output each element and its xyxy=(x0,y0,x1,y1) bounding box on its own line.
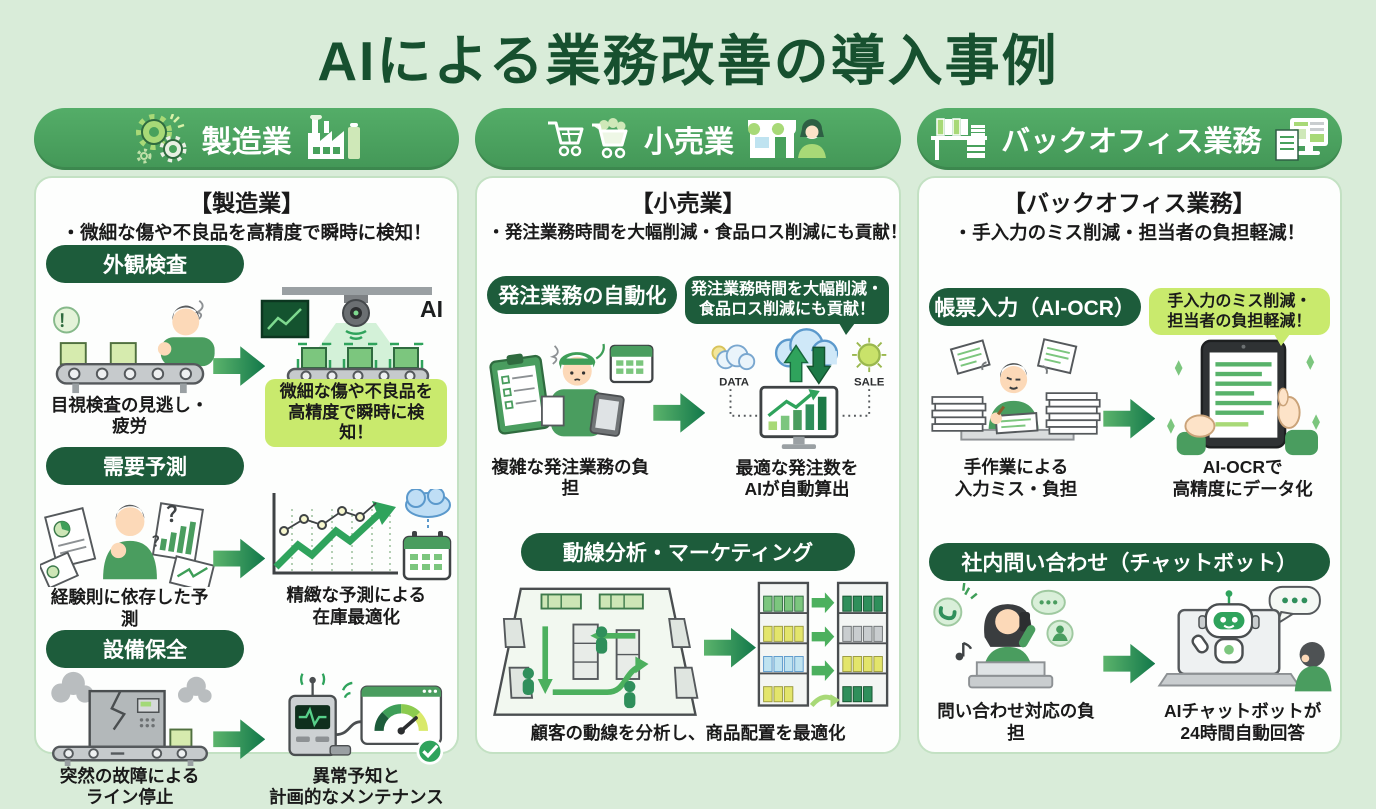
right-arrow-icon xyxy=(1103,398,1156,439)
svg-text:？: ？ xyxy=(152,534,166,551)
caption: 問い合わせ対応の負担 xyxy=(937,701,1095,743)
caption: AIチャットボットが 24時間自動回答 xyxy=(1163,701,1322,743)
section-pill-equipment-maintenance: 設備保全 xyxy=(46,629,244,668)
chatbot-laptop-illustration xyxy=(1157,586,1332,692)
caption: AI-OCRで 高精度にデータ化 xyxy=(1172,457,1313,499)
shopping-carts-icon xyxy=(547,118,628,159)
section-demand-forecast: 需要予測 xyxy=(39,447,452,630)
sensor-gauge-illustration xyxy=(288,673,444,765)
manufacturing-card: 【製造業】 ・微細な傷や不良品を高精度で瞬時に検知！ 外観検査 ！ xyxy=(34,176,460,807)
intro-bullet: ・手入力のミス削減・担当者の負担軽減！ xyxy=(953,222,1306,243)
column-header-manufacturing: 製造業 xyxy=(34,108,460,170)
right-arrow-icon xyxy=(703,627,756,668)
factory-icon xyxy=(307,115,360,159)
svg-text:？: ？ xyxy=(166,504,187,527)
storefront-clerk-icon xyxy=(747,119,826,158)
column-title: バックオフィス業務 xyxy=(1001,126,1262,158)
caption: 複雑な発注業務の負担 xyxy=(491,456,650,498)
intro-bullet: ・微細な傷や不良品を高精度で瞬時に検知！ xyxy=(61,222,432,243)
benefit-bubble: 手入力のミス削減・ 担当者の負担軽減！ xyxy=(1148,288,1330,347)
column-manufacturing: 製造業 【製造業】 ・微細な傷や不良品を高精度で瞬時に検知！ 外観検査 xyxy=(34,108,460,807)
gears-icon xyxy=(135,114,187,164)
backoffice-card: 【バックオフィス業務】 ・手入力のミス削減・担当者の負担軽減！ 帳票入力（AI-… xyxy=(916,176,1342,754)
column-title: 製造業 xyxy=(201,126,292,159)
caption: 突然の故障による ライン停止 xyxy=(59,765,200,808)
section-pill-demand-forecast: 需要予測 xyxy=(46,447,244,486)
document-monitor-icon xyxy=(1274,118,1328,161)
section-equipment-maintenance: 設備保全 xyxy=(46,629,447,809)
section-pill-order-automation: 発注業務の自動化 xyxy=(487,276,678,315)
forecast-chart-illustration xyxy=(272,489,452,581)
section-pill-ai-ocr: 帳票入力（AI-OCR） xyxy=(928,288,1141,327)
columns-container: 製造業 【製造業】 ・微細な傷や不良品を高精度で瞬時に検知！ 外観検査 xyxy=(0,104,1376,807)
intro-title: 【バックオフィス業務】 xyxy=(1003,190,1256,216)
paperwork-person-illustration xyxy=(931,338,1101,441)
phone-operator-illustration xyxy=(933,583,1074,689)
svg-text:！: ！ xyxy=(58,310,75,330)
section-order-automation: 発注業務の自動化 発注業務時間を大幅削減・ 食品ロス削減にも貢献！ xyxy=(487,276,889,500)
tablet-hands-illustration xyxy=(1166,339,1320,456)
section-ai-ocr: 帳票入力（AI-OCR） 手入力のミス削減・ 担当者の負担軽減！ xyxy=(928,288,1330,500)
page-title: AIによる業務改善の導入事例 xyxy=(317,30,1059,92)
caption: 最適な発注数を AIが自動算出 xyxy=(735,457,859,499)
column-backoffice: バックオフィス業務 【バックオフィス業務】 ・手入力のミス削減・担当者の負担軽減… xyxy=(916,108,1342,754)
store-floorplan-illustration xyxy=(493,587,699,716)
desk-binders-icon xyxy=(931,118,988,160)
highlight-badge: 微細な傷や不良品を 高精度で瞬時に検知！ xyxy=(265,379,448,448)
column-retail: 小売業 【小売業】 ・発注業務時間を大幅削減・食品ロス削減にも貢献！ xyxy=(475,108,908,754)
caption: 目視検査の見逃し・疲労 xyxy=(50,394,209,437)
section-pill-flow-analysis: 動線分析・マーケティング xyxy=(520,532,856,571)
column-title: 小売業 xyxy=(643,126,734,159)
right-arrow-icon xyxy=(1103,643,1156,684)
retail-card: 【小売業】 ・発注業務時間を大幅削減・食品ロス削減にも貢献！ 発注業務の自動化 … xyxy=(475,176,908,754)
caption: 異常予知と 計画的なメンテナンス xyxy=(268,765,444,808)
intro-title: 【製造業】 xyxy=(189,190,305,216)
section-pill-chatbot: 社内問い合わせ（チャットボット） xyxy=(928,543,1330,582)
broken-machine-illustration xyxy=(50,671,212,766)
column-header-retail: 小売業 xyxy=(475,108,901,170)
intro-title: 【小売業】 xyxy=(630,190,746,216)
section-visual-inspection: 外観検査 ！ xyxy=(46,245,448,448)
caption: 手作業による 入力ミス・負担 xyxy=(954,457,1078,499)
svg-text:DATA: DATA xyxy=(719,376,749,388)
right-arrow-icon xyxy=(653,393,706,433)
benefit-bubble: 発注業務時間を大幅削減・ 食品ロス削減にも貢献！ xyxy=(685,276,889,335)
svg-text:AI: AI xyxy=(420,296,443,322)
section-flow-analysis: 動線分析・マーケティング xyxy=(487,532,888,744)
ordering-worker-illustration xyxy=(489,343,654,437)
intro-bullet: ・発注業務時間を大幅削減・食品ロス削減にも貢献！ xyxy=(487,222,908,242)
shelves-swap-illustration xyxy=(757,581,888,708)
caption: 顧客の動線を分析し、商品配置を最適化 xyxy=(530,722,846,743)
column-header-backoffice: バックオフィス業務 xyxy=(916,108,1342,170)
caption: 経験則に依存した予測 xyxy=(50,587,209,629)
tired-inspector-illustration: ！ xyxy=(52,299,215,393)
section-pill-visual-inspection: 外観検査 xyxy=(46,245,244,283)
thinking-person-illustration: ？ ？ xyxy=(39,502,215,588)
caption: 精緻な予測による 在庫最適化 xyxy=(286,585,427,627)
ai-camera-illustration: AI xyxy=(261,287,443,385)
svg-text:SALE: SALE xyxy=(854,376,885,388)
section-chatbot: 社内問い合わせ（チャットボット） xyxy=(928,543,1332,744)
data-cloud-monitor-illustration: DATA xyxy=(711,327,887,449)
